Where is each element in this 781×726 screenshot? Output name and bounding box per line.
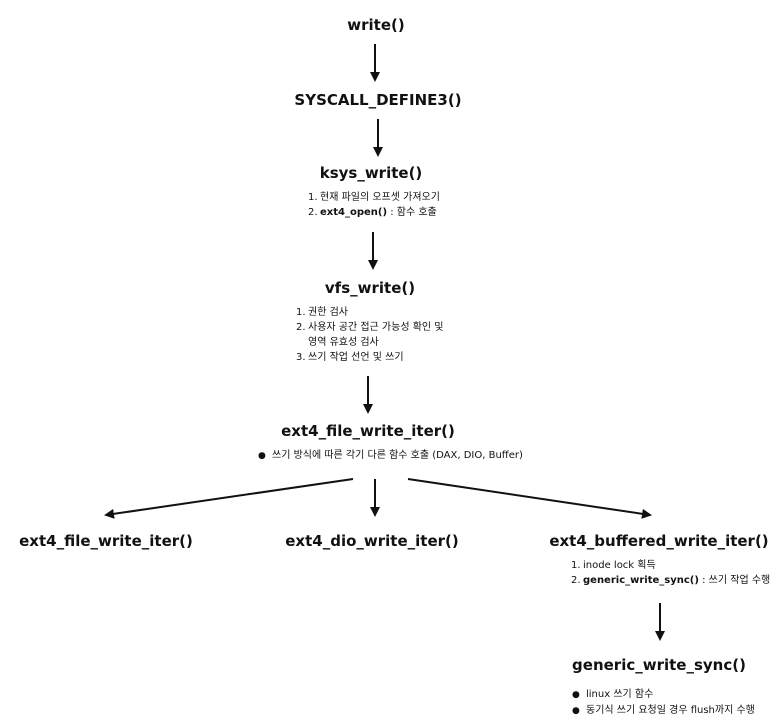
- note-ext4-file-write-iter: ●쓰기 방식에 따른 각기 다른 함수 호출 (DAX, DIO, Buffer…: [258, 448, 523, 464]
- note-ext4-file-write-iter-item-1: ●쓰기 방식에 따른 각기 다른 함수 호출 (DAX, DIO, Buffer…: [258, 448, 523, 464]
- bullet-icon: ●: [572, 690, 580, 700]
- note-ksys-write: 1.현재 파일의 오프셋 가져오기 2.ext4_open() : 함수 호출: [308, 190, 440, 220]
- note-generic-item-2: ●동기식 쓰기 요청일 경우 flush까지 수행: [572, 703, 755, 719]
- note-vfs-write-item-2: 2.사용자 공간 접근 가능성 확인 및: [296, 322, 444, 333]
- node-generic-write-sync: generic_write_sync(): [572, 656, 746, 674]
- note-vfs-write: 1.권한 검사 2.사용자 공간 접근 가능성 확인 및 영역 유효성 검사 3…: [296, 305, 444, 365]
- node-ext4-buffered-write-iter: ext4_buffered_write_iter(): [549, 532, 769, 550]
- arrow-ext4-file-to-left: [104, 478, 354, 519]
- note-vfs-write-item-3: 3.쓰기 작업 선언 및 쓰기: [296, 352, 404, 363]
- note-generic-item-1: ●linux 쓰기 함수: [572, 687, 755, 703]
- note-buffered-item-2: 2.generic_write_sync() : 쓰기 작업 수행: [571, 575, 771, 586]
- node-syscall-define3: SYSCALL_DEFINE3(): [294, 91, 462, 109]
- node-vfs-write: vfs_write(): [324, 279, 416, 297]
- bullet-icon: ●: [572, 706, 580, 716]
- note-vfs-write-item-1: 1.권한 검사: [296, 307, 348, 318]
- node-write: write(): [347, 16, 405, 34]
- note-ksys-write-item-1: 1.현재 파일의 오프셋 가져오기: [308, 192, 440, 203]
- node-ext4-dio-write-iter: ext4_dio_write_iter(): [285, 532, 459, 550]
- bullet-icon: ●: [258, 451, 266, 461]
- note-vfs-write-item-2-cont: 영역 유효성 검사: [308, 337, 379, 348]
- note-buffered-item-1: 1.inode lock 획득: [571, 560, 656, 571]
- note-generic-write-sync: ●linux 쓰기 함수 ●동기식 쓰기 요청일 경우 flush까지 수행: [572, 687, 755, 719]
- arrow-ext4-file-to-buffered: [407, 478, 652, 519]
- note-ksys-write-item-2: 2.ext4_open() : 함수 호출: [308, 207, 437, 218]
- node-ksys-write: ksys_write(): [319, 164, 423, 182]
- note-ext4-buffered-write-iter: 1.inode lock 획득 2.generic_write_sync() :…: [571, 558, 770, 588]
- node-ext4-file-write-iter: ext4_file_write_iter(): [281, 422, 455, 440]
- node-ext4-file-write-iter-left: ext4_file_write_iter(): [19, 532, 193, 550]
